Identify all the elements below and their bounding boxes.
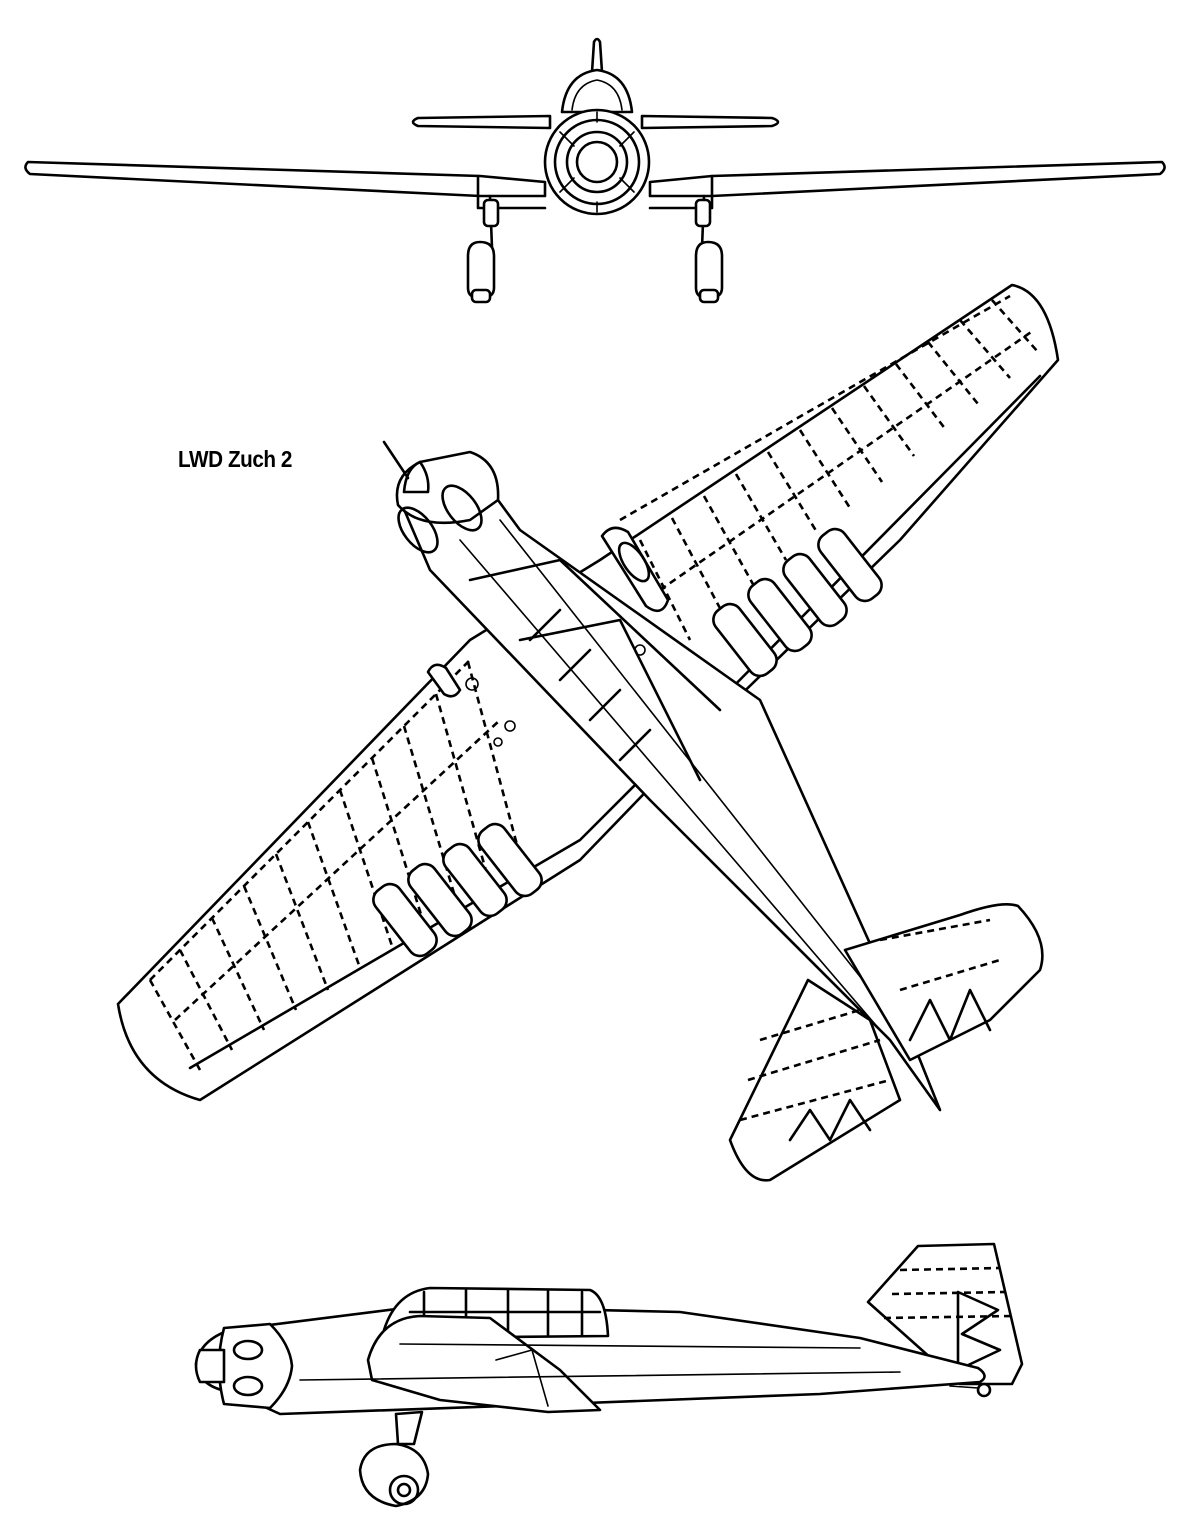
- front-view: [24, 37, 1166, 304]
- side-view: [194, 1242, 1024, 1508]
- top-view: [116, 283, 1060, 1182]
- aircraft-caption: LWD Zuch 2: [178, 446, 292, 472]
